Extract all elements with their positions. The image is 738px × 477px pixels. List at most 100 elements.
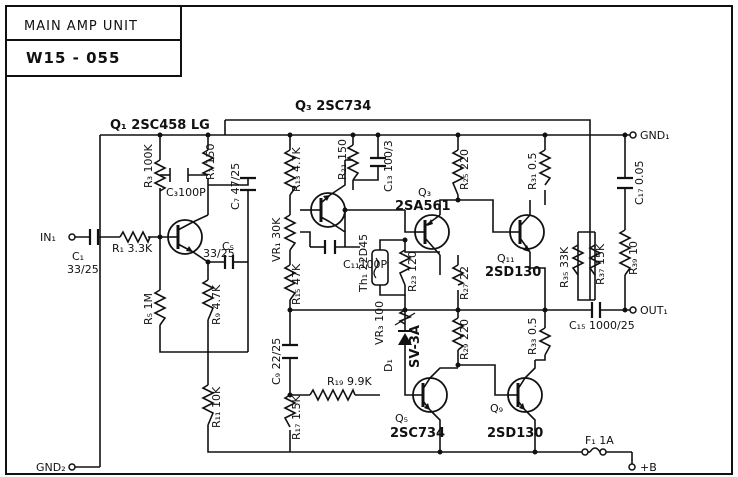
capacitors <box>88 156 633 360</box>
vr1-symbol <box>283 214 297 251</box>
r5-symbol <box>153 289 167 326</box>
r13-symbol <box>283 149 297 196</box>
r19-symbol <box>309 388 356 402</box>
gnd2-label: GND₂ <box>36 461 66 474</box>
q3-top-label: Q₃ 2SC734 <box>295 99 371 114</box>
q5-symbol <box>412 377 448 413</box>
r1-symbol <box>119 230 151 244</box>
c1-label: C₁ <box>72 250 84 263</box>
q9-symbol <box>507 377 543 413</box>
r15-label: R₁₅ 47K <box>290 263 303 305</box>
d1-label: D₁ <box>382 359 395 372</box>
c7-label: C₇ 47/25 <box>229 163 242 210</box>
in1-terminal <box>68 233 76 241</box>
c13-symbol <box>370 156 386 168</box>
c15-label: C₁₅ 1000/25 <box>569 319 635 332</box>
model-text: W15 - 055 <box>26 49 120 67</box>
c17-symbol <box>617 176 633 190</box>
q3-label: Q₃ <box>418 186 431 199</box>
r17-symbol <box>283 394 297 428</box>
c11-symbol <box>323 240 337 254</box>
r39-symbol <box>618 229 632 276</box>
c7-symbol <box>240 176 256 192</box>
r9-symbol <box>201 279 215 321</box>
r29-symbol <box>451 317 465 351</box>
in1-label: IN₁ <box>40 231 56 244</box>
q1-symbol <box>167 219 203 255</box>
q9-label: Q₉ <box>490 402 503 415</box>
r39-label: R₃₉ 10 <box>627 241 640 275</box>
c5-value: 33/25 <box>203 247 235 260</box>
r33-symbol <box>538 327 552 356</box>
r37-label: R₃₇ 15K <box>594 243 607 285</box>
c13-label: C₁₃ 100/3 <box>382 140 395 192</box>
vr3-label: VR₃ 100 <box>373 301 386 345</box>
gnd1-label: GND₁ <box>640 129 670 142</box>
r31-symbol <box>538 149 552 186</box>
r33-label: R₃₃ 0.5 <box>526 318 539 355</box>
wiring <box>72 119 633 468</box>
f1-label: F₁ 1A <box>585 434 614 447</box>
q3-pnp-symbol <box>414 214 450 256</box>
resistors <box>119 144 632 428</box>
fuse-left-terminal <box>581 448 589 456</box>
r29-label: R₂₉ 220 <box>458 319 471 360</box>
terminals <box>68 131 637 471</box>
gnd1-terminal <box>629 131 637 139</box>
c15-symbol <box>590 302 602 318</box>
r35-symbol <box>571 244 585 276</box>
q1-label: Q₁ 2SC458 LG <box>110 118 210 133</box>
r21-symbol <box>346 144 360 181</box>
title-text: MAIN AMP UNIT <box>24 19 138 34</box>
r7-symbol <box>201 149 215 176</box>
page-frame <box>5 5 733 475</box>
c9-label: C₉ 22/25 <box>270 338 283 385</box>
out1-label: OUT₁ <box>640 304 668 317</box>
plus-b-label: +B <box>640 461 657 474</box>
th1-label: Th₁ 22D45 <box>357 234 370 293</box>
r25-label: R₂₅ 220 <box>458 149 471 190</box>
r11-symbol <box>201 384 215 426</box>
gnd2-terminal <box>68 463 76 471</box>
d1-part-label: SV-3A <box>408 325 423 368</box>
misc-components <box>371 249 601 453</box>
r37-symbol <box>588 244 602 276</box>
r7-label: R₇ 150 <box>204 143 217 180</box>
r3-label: R₃ 100K <box>142 143 155 188</box>
q11-label: Q₁₁ <box>497 252 514 265</box>
q9-part-label: 2SD130 <box>487 426 543 441</box>
c5-symbol <box>223 255 235 269</box>
r5-label: R₅ 1M <box>142 293 155 325</box>
r15-symbol <box>283 264 297 301</box>
r9-label: R₉ 4.7K <box>210 284 223 325</box>
c3-symbol <box>169 168 189 182</box>
r27-label: R₂₇ 22 <box>458 266 471 300</box>
fuse-right-terminal <box>599 448 607 456</box>
r27-symbol <box>451 264 465 286</box>
out1-terminal <box>629 306 637 314</box>
r21-label: R₂₁ 150 <box>336 139 349 180</box>
f1-symbol <box>589 447 601 453</box>
plus-b-terminal <box>628 463 636 471</box>
q11-symbol <box>509 214 545 253</box>
title-block: MAIN AMP UNIT W15 - 055 <box>5 5 182 77</box>
r19-label: R₁₉ 9.9K <box>327 375 372 388</box>
c1-symbol <box>88 229 100 245</box>
q3-part-label: 2SA561 <box>395 199 451 214</box>
r31-label: R₃₁ 0.5 <box>526 153 539 190</box>
c17-label: C₁₇ 0.05 <box>633 161 646 206</box>
vr1-label: VR₁ 30K <box>270 217 283 262</box>
labels: IN₁ GND₂ GND₁ OUT₁ +B Q₁ 2SC458 LG Q₃ 2S… <box>36 99 670 474</box>
q3-driver-symbol <box>310 192 346 228</box>
r13-label: R₁₃ 4.7K <box>290 147 303 192</box>
r11-label: R₁₁ 10K <box>210 386 223 428</box>
th1-symbol <box>371 249 389 286</box>
q5-label: Q₅ <box>395 412 408 425</box>
c5-label: C₅ <box>222 240 234 253</box>
r23-label: R₂₃ 120 <box>406 251 419 292</box>
c1-value: 33/25 <box>67 263 99 276</box>
r35-label: R₃₅ 33K <box>558 246 571 288</box>
transistors <box>167 192 545 413</box>
junctions <box>157 132 628 455</box>
